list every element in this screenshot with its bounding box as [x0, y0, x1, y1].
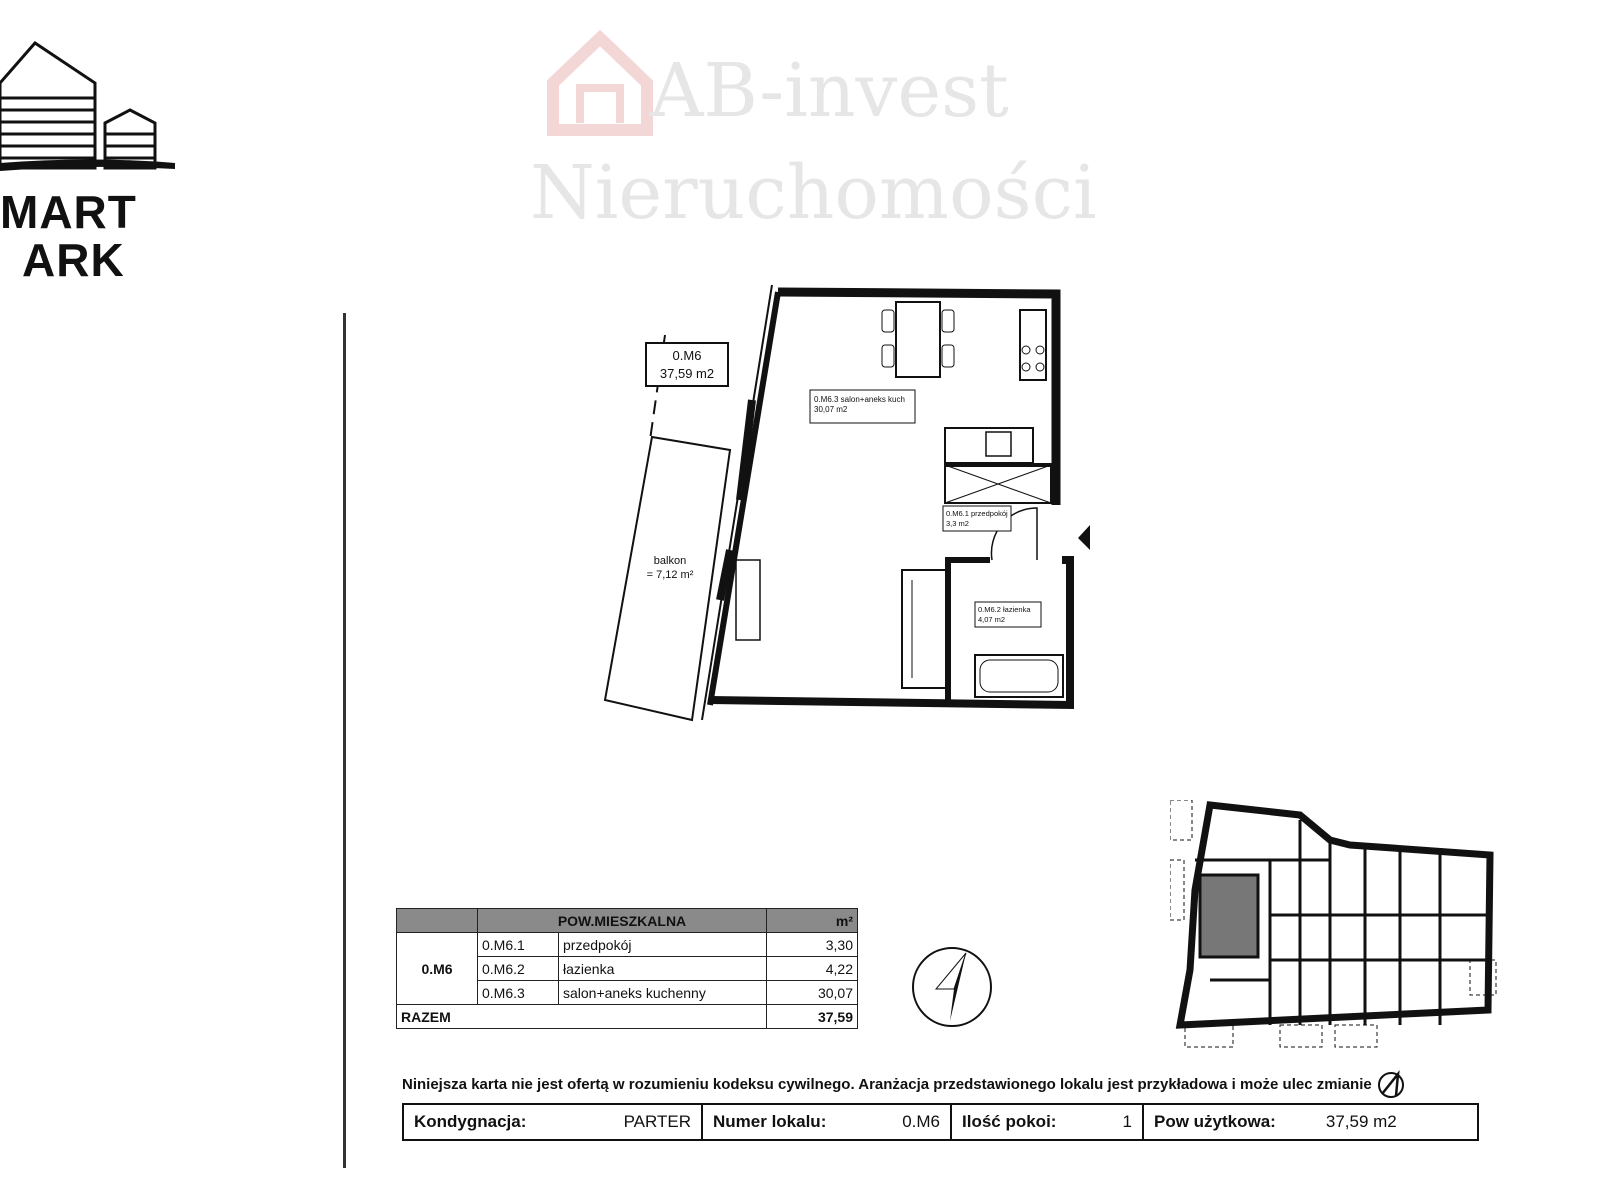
house-icon: [547, 29, 653, 136]
room-name: łazienka: [558, 956, 767, 981]
usable-area-label: Pow użytkowa:: [1154, 1112, 1276, 1131]
floor-value: PARTER: [623, 1112, 691, 1131]
logo-line-2: ARK: [22, 234, 125, 286]
rooms-count-cell: Ilość pokoi: 1: [952, 1105, 1144, 1139]
total-value: 37,59: [766, 1004, 858, 1029]
brand-logo-text: MART ARK: [0, 188, 200, 284]
watermark-line-1: AB-invest: [650, 48, 1009, 134]
living-room-area: 30,07 m2: [814, 405, 848, 414]
logo-line-1: MART: [0, 186, 137, 238]
room-code: 0.M6.3: [477, 980, 559, 1005]
room-area: 3,30: [766, 932, 858, 957]
floor-plan: 0.M6 37,59 m2 0.M6.3 salon+aneks kuch 30…: [603, 284, 1090, 722]
disclaimer-body: Niniejsza karta nie jest ofertą w rozumi…: [402, 1075, 1372, 1093]
room-code: 0.M6.1: [477, 932, 559, 957]
unit-number-label: Numer lokalu:: [713, 1112, 827, 1131]
building-skyline-icon: [0, 41, 175, 171]
unit-number-value: 0.M6: [902, 1112, 940, 1131]
table-header-row: POW.MIESZKALNA m²: [396, 908, 858, 933]
unit-id-cell: 0.M6: [396, 932, 478, 1005]
building-key-plan: [1170, 800, 1497, 1048]
usable-area-value: 37,59 m2: [1325, 1112, 1397, 1131]
watermark-line-2: Nieruchomości: [530, 150, 1097, 236]
hall-area: 3,3 m2: [946, 519, 969, 528]
balcony-area: = 7,12 m²: [647, 569, 694, 581]
living-room-label: 0.M6.3 salon+aneks kuch: [814, 395, 905, 404]
rooms-count-value: 1: [1122, 1112, 1132, 1131]
room-code: 0.M6.2: [477, 956, 559, 981]
unit-number-cell: Numer lokalu: 0.M6: [703, 1105, 952, 1139]
watermark: AB-invest Nieruchomości: [530, 40, 1097, 244]
rooms-table: POW.MIESZKALNA m² 0.M6 0.M6.1 przedpokój…: [396, 908, 858, 1029]
total-label: RAZEM: [396, 1004, 767, 1029]
signature-mark-icon: [1377, 1069, 1404, 1098]
table-total-row: RAZEM 37,59: [396, 1004, 858, 1029]
balcony-label: balkon: [654, 555, 686, 567]
room-area: 30,07: [766, 980, 858, 1005]
balcony-outline: [603, 435, 732, 722]
bathroom-label: 0.M6.2 łazienka: [978, 605, 1031, 614]
unit-tag-name: 0.M6: [673, 348, 702, 363]
unit-info-bar: Kondygnacja: PARTER Numer lokalu: 0.M6 I…: [402, 1103, 1479, 1141]
room-area: 4,22: [766, 956, 858, 981]
unit-tag-area: 37,59 m2: [660, 366, 714, 381]
floor-cell: Kondygnacja: PARTER: [404, 1105, 703, 1139]
rooms-count-label: Ilość pokoi:: [962, 1112, 1057, 1131]
disclaimer-text: Niniejsza karta nie jest ofertą w rozumi…: [402, 1069, 1406, 1100]
usable-area-cell: Pow użytkowa: 37,59 m2: [1144, 1105, 1477, 1139]
page-rule: [343, 313, 346, 1168]
room-name: salon+aneks kuchenny: [558, 980, 767, 1005]
header-group: POW.MIESZKALNA: [477, 908, 767, 933]
header-unit: m²: [766, 908, 858, 933]
floor-label: Kondygnacja:: [414, 1112, 527, 1131]
north-arrow-icon: [912, 947, 992, 1027]
room-name: przedpokój: [558, 932, 767, 957]
hall-label: 0.M6.1 przedpokój: [946, 509, 1008, 518]
bathroom-area: 4,07 m2: [978, 615, 1005, 624]
table-row: 0.M6 0.M6.1 przedpokój 3,30: [396, 932, 858, 1005]
